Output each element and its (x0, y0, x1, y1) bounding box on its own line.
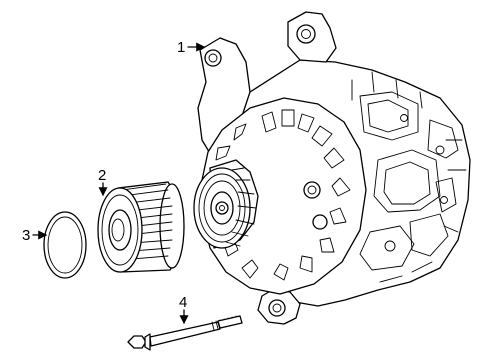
alternator (193, 11, 471, 325)
decoupler-pulley (97, 181, 185, 273)
cap-ring (43, 211, 87, 279)
callout-2: 2 (98, 167, 108, 197)
rear-cover-details (351, 71, 467, 283)
callout-2-label: 2 (98, 167, 106, 184)
mounting-bolt (127, 315, 243, 351)
callout-4: 4 (179, 294, 189, 325)
bracket-bolt-hole (204, 49, 222, 67)
callout-1-label: 1 (177, 39, 185, 56)
callout-3-label: 3 (22, 227, 30, 244)
callout-4-label: 4 (179, 294, 187, 311)
callout-1: 1 (177, 39, 206, 56)
alternator-pulley (193, 159, 259, 249)
callout-3: 3 (22, 227, 48, 244)
